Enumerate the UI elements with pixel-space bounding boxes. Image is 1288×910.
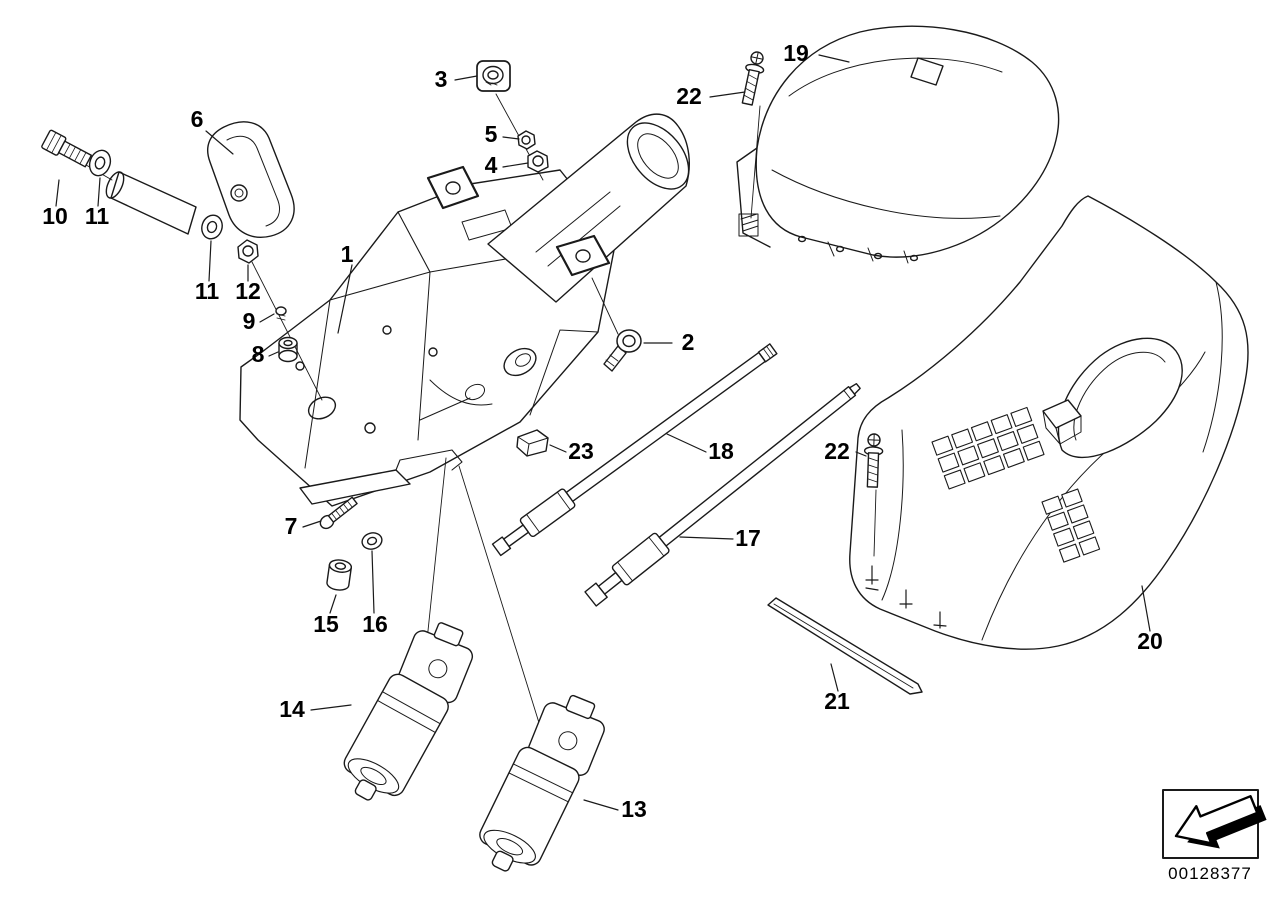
part-steering-shaft-upper (491, 343, 778, 557)
leader-9 (259, 313, 275, 323)
callout-8: 8 (252, 341, 265, 367)
part-washer-11a (88, 149, 112, 177)
callout-22b: 22 (824, 438, 850, 464)
part-bushing-8 (278, 336, 298, 363)
callout-11a: 11 (85, 203, 110, 229)
callout-1: 1 (341, 241, 354, 267)
part-clamp-pin (105, 171, 197, 235)
part-bolt-10 (41, 129, 93, 168)
callout-18: 18 (708, 438, 734, 464)
callout-5: 5 (485, 121, 498, 147)
leader-22b (855, 451, 867, 457)
callout-7: 7 (285, 513, 298, 539)
callout-13: 13 (621, 796, 647, 822)
cover-clips (865, 565, 947, 629)
callout-19: 19 (783, 40, 809, 66)
leader-19 (818, 54, 850, 63)
callout-10: 10 (42, 203, 68, 229)
cover-lock-slot (1057, 337, 1183, 459)
leader-1 (337, 264, 353, 334)
leader-17 (679, 536, 734, 540)
leader-8 (268, 351, 279, 357)
part-column-tube (487, 113, 690, 303)
part-washer-16 (361, 532, 383, 550)
leader-11a (97, 177, 101, 207)
part-cap-nut-3 (476, 60, 511, 92)
leader-11b (208, 240, 212, 282)
leader-21 (830, 663, 839, 692)
callout-4: 4 (485, 152, 498, 178)
callout-23: 23 (568, 438, 594, 464)
leader-7 (302, 520, 322, 528)
part-trim-strip (767, 597, 923, 695)
leader-6 (205, 130, 234, 155)
cover-boss (1042, 399, 1082, 445)
back-arrow-icon (1174, 794, 1267, 849)
part-screw-7 (319, 496, 358, 530)
cover-grille-a (931, 406, 1045, 490)
callout-22a: 22 (676, 83, 702, 109)
cover-hatch-patch (738, 213, 759, 237)
callout-labels: 1 2 3 4 5 6 7 8 9 10 11 11 12 13 14 15 1… (42, 40, 1163, 822)
cover-grille-b (1041, 488, 1101, 563)
leader-3 (454, 75, 478, 81)
callout-6: 6 (191, 106, 204, 132)
part-washer-11b (201, 214, 223, 240)
part-bolt-15 (326, 559, 353, 591)
part-tube-clamp-front (426, 165, 480, 210)
part-nut-4 (527, 150, 549, 173)
part-bolt-2 (603, 329, 642, 372)
leader-5 (502, 136, 520, 140)
part-adjust-motor-left (343, 622, 474, 801)
leader-16 (371, 550, 375, 614)
part-upper-cover (736, 25, 1060, 264)
callout-11b: 11 (195, 278, 220, 304)
callout-3: 3 (435, 66, 448, 92)
leader-lines (55, 54, 1151, 811)
part-steering-shaft-lower (584, 382, 861, 607)
part-block-23 (516, 429, 549, 457)
part-screw-22b (863, 433, 884, 488)
leader-10 (55, 179, 60, 207)
part-screw-22a (741, 51, 765, 106)
nav-thumbnail[interactable] (1162, 784, 1270, 862)
callout-12: 12 (235, 278, 261, 304)
cover-vent-hole (910, 57, 944, 86)
callout-9: 9 (243, 308, 256, 334)
part-tube-clamp-rear (555, 234, 611, 277)
callout-20: 20 (1137, 628, 1163, 654)
callout-2: 2 (682, 329, 695, 355)
leader-14 (310, 704, 352, 711)
callout-14: 14 (279, 696, 305, 722)
part-9 (275, 306, 287, 321)
leader-22a (709, 91, 746, 98)
leader-18 (666, 433, 707, 453)
leader-13 (583, 799, 619, 811)
callout-21: 21 (824, 688, 850, 714)
callout-16: 16 (362, 611, 388, 637)
part-lower-cover (849, 195, 1249, 650)
callout-15: 15 (313, 611, 339, 637)
part-nut-5 (517, 130, 536, 150)
leader-23 (549, 444, 567, 453)
diagram-id: 00128377 (1168, 864, 1252, 883)
leader-15 (329, 594, 337, 614)
part-adjust-motor-right (479, 694, 605, 872)
part-nut-12 (237, 239, 259, 264)
leader-4 (502, 162, 529, 168)
leader-20 (1141, 585, 1151, 632)
callout-17: 17 (735, 525, 761, 551)
